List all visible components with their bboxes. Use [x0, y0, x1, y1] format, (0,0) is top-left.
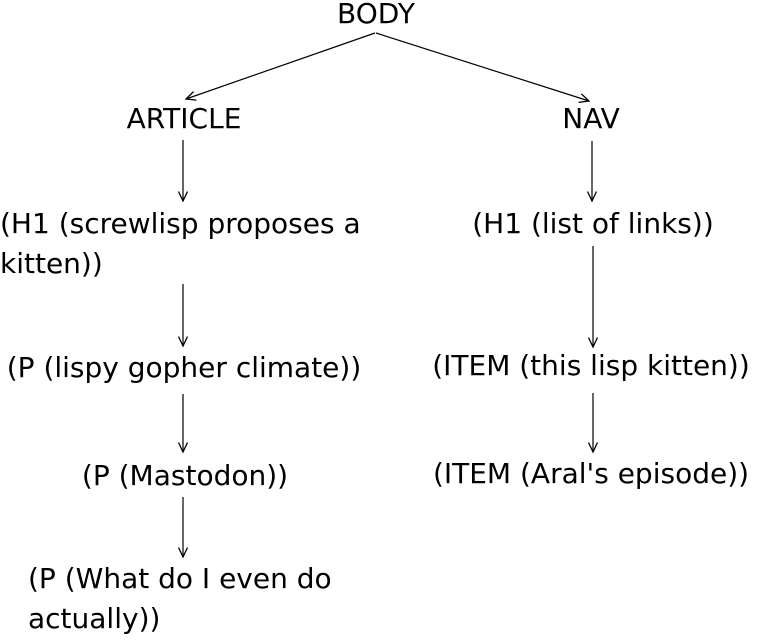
tree-node-article-p2: (P (Mastodon)) [81, 459, 289, 492]
tree-node-nav-item1: (ITEM (this lisp kitten)) [432, 349, 750, 382]
edge-body-to-article [184, 32, 376, 101]
tree-node-article-p3: (P (What do I even do actually)) [28, 562, 332, 635]
edge-body-to-nav [375, 32, 591, 104]
tree-node-nav-item2: (ITEM (Aral's episode)) [432, 457, 750, 490]
tree-node-article-p1: (P (lispy gopher climate)) [6, 351, 362, 384]
tree-node-article-h1: (H1 (screwlisp proposes a kitten)) [0, 207, 361, 280]
tree-node-body: BODY [337, 0, 415, 30]
tree-node-nav-h1: (H1 (list of links)) [472, 207, 714, 240]
tree-node-article: ARTICLE [126, 102, 242, 135]
tree-node-nav: NAV [562, 102, 620, 135]
